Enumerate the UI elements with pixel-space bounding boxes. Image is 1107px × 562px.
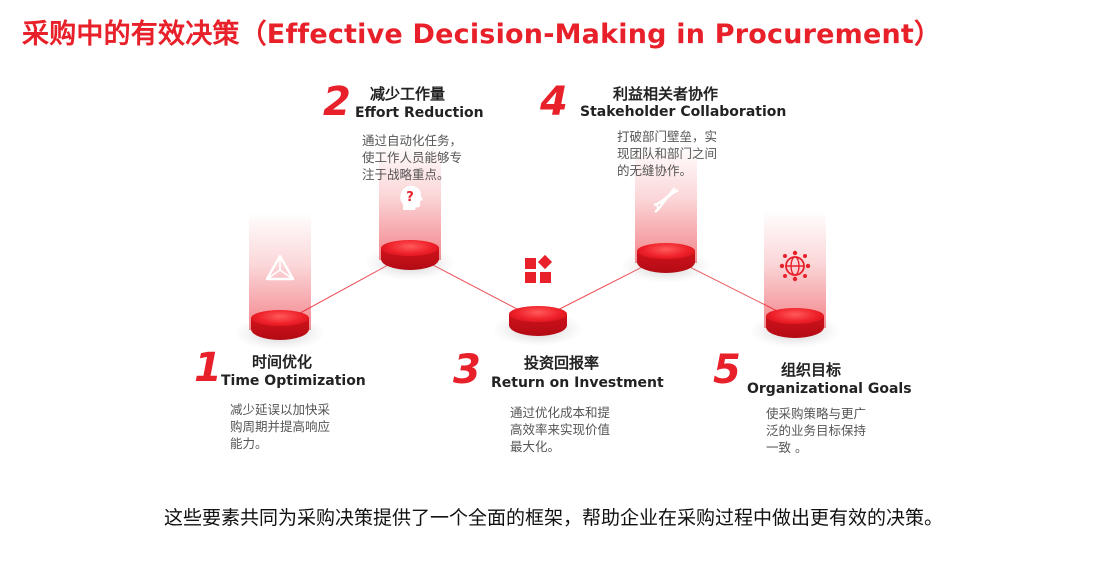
dna-icon bbox=[653, 187, 679, 213]
step-3-pedestal bbox=[493, 208, 583, 358]
step-2-title-cn: 减少工作量 bbox=[370, 85, 446, 103]
step-1-title-en: Time Optimization bbox=[221, 373, 366, 389]
footer-summary: 这些要素共同为采购决策提供了一个全面的框架，帮助企业在采购过程中做出更有效的决策… bbox=[163, 507, 943, 529]
step-3-title-en: Return on Investment bbox=[491, 375, 664, 391]
step-3-number: 3 bbox=[453, 347, 481, 393]
step-4-number: 4 bbox=[540, 79, 568, 125]
step-4-pedestal bbox=[621, 145, 711, 295]
step-5-pedestal bbox=[750, 210, 840, 360]
step-4-description: 打破部门壁垒，实现团队和部门之间的无缝协作。 bbox=[617, 129, 718, 178]
step-2-pedestal: ? bbox=[365, 142, 455, 292]
step-5-title-en: Organizational Goals bbox=[747, 381, 912, 397]
step-1-title-cn: 时间优化 bbox=[252, 353, 313, 371]
step-5-number: 5 bbox=[713, 347, 741, 393]
step-4-title-cn: 利益相关者协作 bbox=[613, 85, 719, 103]
step-3-description: 通过优化成本和提高效率来实现价值最大化。 bbox=[510, 405, 611, 454]
step-1-description: 减少延误以加快采购周期并提高响应能力。 bbox=[230, 402, 331, 451]
step-2-title-en: Effort Reduction bbox=[355, 105, 484, 121]
step-1-number: 1 bbox=[194, 345, 222, 391]
blocks-icon bbox=[525, 254, 553, 283]
head-question-icon: ? bbox=[400, 185, 423, 210]
step-3-title-cn: 投资回报率 bbox=[524, 354, 600, 372]
step-4-title-en: Stakeholder Collaboration bbox=[580, 104, 787, 120]
step-2-number: 2 bbox=[323, 79, 351, 125]
svg-text:?: ? bbox=[406, 190, 414, 205]
step-1-pedestal bbox=[235, 212, 325, 362]
step-5-title-cn: 组织目标 bbox=[781, 361, 842, 379]
step-2-description: 通过自动化任务，使工作人员能够专注于战略重点。 bbox=[362, 133, 463, 182]
step-5-description: 使采购策略与更广泛的业务目标保持一致 。 bbox=[766, 406, 867, 455]
triangle-prism-icon bbox=[265, 254, 295, 281]
page-title: 采购中的有效决策（Effective Decision-Making in Pr… bbox=[22, 19, 942, 50]
network-globe-icon bbox=[779, 250, 811, 282]
